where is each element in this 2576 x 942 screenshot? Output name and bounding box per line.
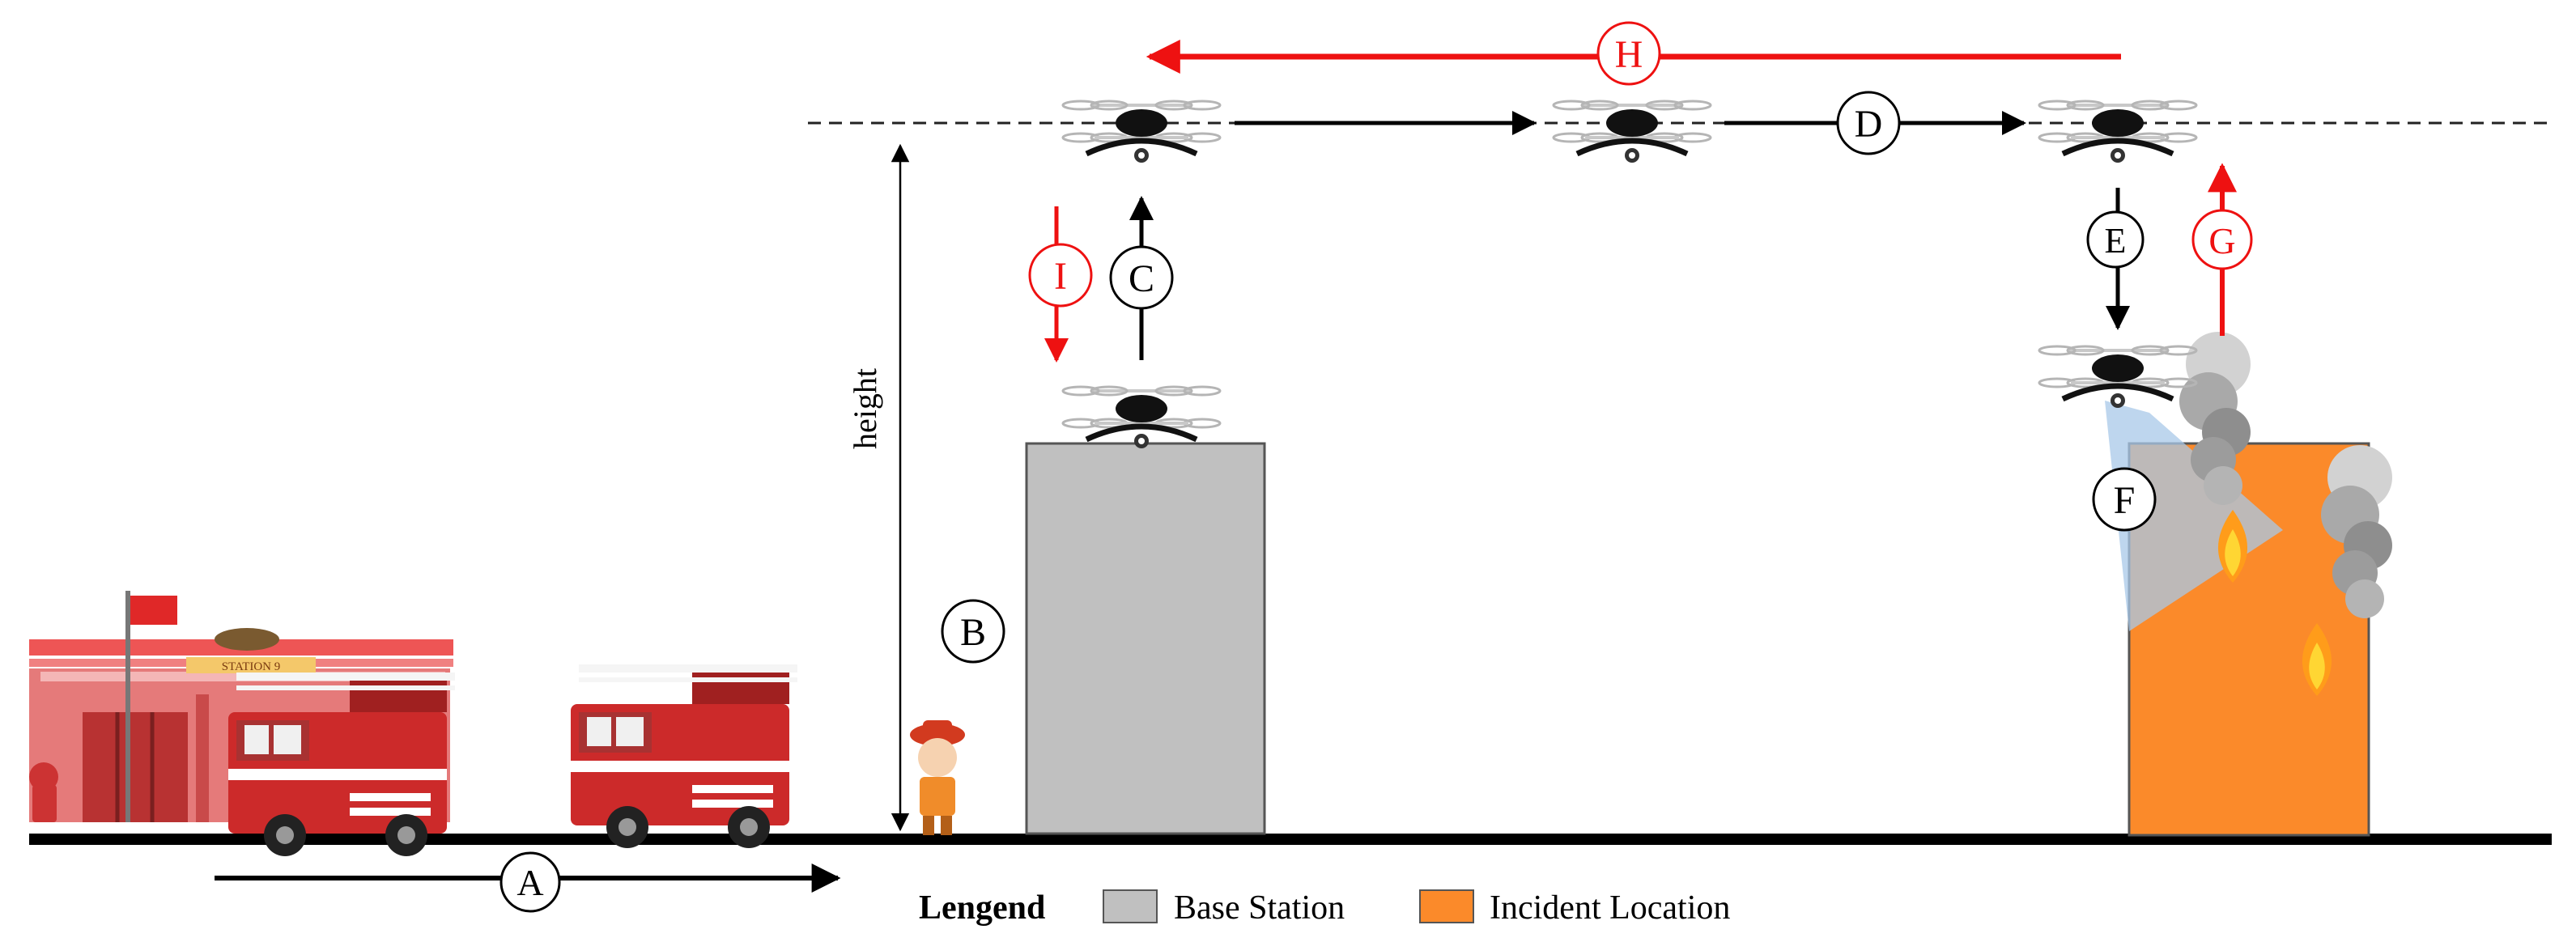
fire-truck-driving [571, 668, 797, 848]
step-label-f: F [2092, 467, 2157, 532]
legend-label-base-station: Base Station [1174, 889, 1345, 927]
legend-title: Lengend [919, 889, 1045, 927]
station-flag [130, 596, 177, 625]
svg-text:C: C [1129, 257, 1154, 300]
legend-label-incident: Incident Location [1490, 889, 1730, 927]
station-sign-text: STATION 9 [222, 660, 281, 673]
svg-text:D: D [1855, 103, 1883, 146]
svg-text:F: F [2114, 479, 2136, 522]
step-label-b: B [941, 599, 1005, 664]
step-label-d: D [1836, 91, 1901, 155]
svg-text:E: E [2105, 221, 2127, 261]
drone-ascended [1063, 101, 1220, 163]
station-sign [186, 657, 316, 673]
drone-hovering-over-incident [2039, 346, 2196, 408]
legend: Lengend Base Station Incident Location [919, 889, 1730, 927]
step-label-g: G [2191, 209, 2253, 270]
svg-text:I: I [1054, 255, 1067, 298]
drone-above-incident [2039, 101, 2196, 163]
step-label-a: A [499, 851, 561, 913]
camera-beam [2105, 401, 2283, 631]
drone-in-transit [1554, 101, 1711, 163]
firefighter-figure [910, 720, 965, 835]
drone-on-base-station [1063, 387, 1220, 448]
svg-text:B: B [960, 611, 986, 654]
step-label-h: H [1596, 21, 1661, 86]
svg-text:A: A [516, 862, 543, 903]
svg-text:G: G [2208, 220, 2235, 261]
base-station-building [1025, 442, 1266, 835]
step-label-e: E [2086, 210, 2145, 269]
height-label: height [847, 368, 883, 449]
step-label-c: C [1109, 245, 1174, 310]
legend-swatch-incident [1419, 889, 1474, 923]
step-label-i: I [1028, 243, 1093, 308]
svg-text:H: H [1615, 33, 1643, 76]
legend-swatch-base-station [1103, 889, 1158, 923]
